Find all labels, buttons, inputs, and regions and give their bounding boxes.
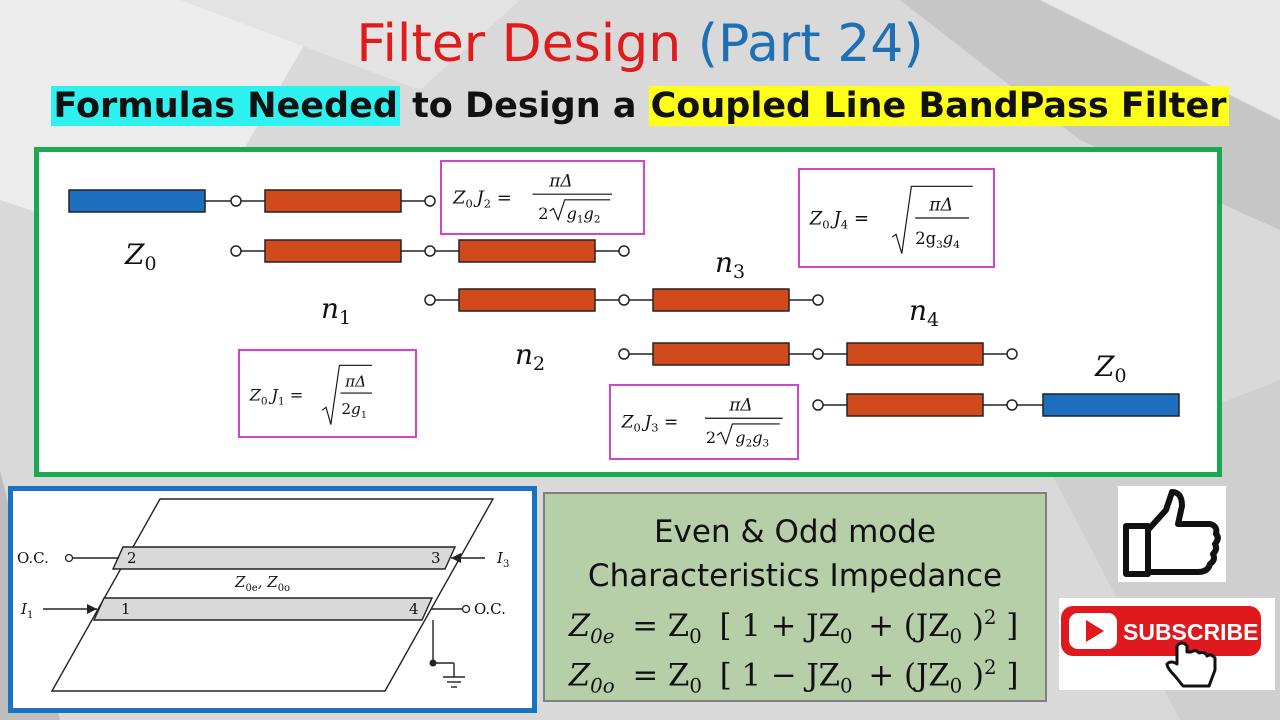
oc-right-label: O.C. (474, 600, 506, 618)
svg-text:g2g3: g2g3 (735, 428, 769, 450)
subtitle-middle: to Design a (399, 86, 649, 126)
resonator-1-top (264, 189, 402, 213)
even-odd-mode-box: Even & Odd mode Characteristics Impedanc… (543, 492, 1047, 702)
z0-right-label: Z0 (1094, 350, 1127, 387)
resonator-3-bottom (652, 342, 790, 366)
n3-label: n3 (715, 246, 745, 283)
title-part: (Part 24) (697, 14, 924, 74)
svg-text:2g3g4: 2g3g4 (915, 229, 960, 251)
subtitle-highlight-filter: Coupled Line BandPass Filter (648, 86, 1229, 126)
n2-label: n2 (515, 338, 545, 375)
upper-strip (111, 546, 457, 570)
resonator-4-bottom (846, 393, 984, 417)
coupled-line-diagram: O.C. O.C. 1 2 3 4 I1 I3 Z0e, Z0o (17, 498, 509, 692)
oc-left-label: O.C. (17, 549, 49, 567)
page-title: Filter Design (Part 24) (0, 14, 1280, 74)
port-4-label: 4 (409, 600, 419, 618)
current-i3-label: I3 (496, 549, 509, 570)
port-1-label: 1 (121, 600, 131, 618)
resonator-2-top (458, 239, 596, 263)
page-subtitle: Formulas Needed to Design a Coupled Line… (0, 82, 1280, 130)
output-port-line (1042, 393, 1180, 417)
resonator-1-bottom (264, 239, 402, 263)
input-port-line (68, 189, 206, 213)
svg-text:g1g2: g1g2 (567, 204, 601, 226)
play-icon (1086, 620, 1104, 642)
coupled-line-section-panel: O.C. O.C. 1 2 3 4 I1 I3 Z0e, Z0o (8, 486, 537, 713)
even-mode-equation: Z0e = Z0 [ 1 + JZ0 + (JZ0 )2 ] (568, 596, 1018, 651)
thumbs-up-icon (1123, 489, 1221, 577)
odd-mode-equation: Z0o = Z0 [ 1 − JZ0 + (JZ0 )2 ] (568, 646, 1019, 701)
svg-text:πΔ: πΔ (928, 195, 953, 215)
filter-layout-diagram: Z0 Z0 n1 n2 n3 n4 (68, 189, 1180, 417)
port-2-label: 2 (127, 549, 137, 567)
svg-text:πΔ: πΔ (548, 172, 572, 192)
subtitle-highlight-formulas: Formulas Needed (51, 86, 400, 126)
current-i1-label: I1 (20, 600, 33, 621)
n1-label: n1 (321, 292, 351, 329)
z0-left-label: Z0 (124, 238, 157, 275)
like-button[interactable] (1118, 486, 1226, 582)
svg-text:πΔ: πΔ (344, 372, 366, 390)
ground-plane-outline (50, 498, 495, 692)
subscribe-button[interactable]: SUBSCRIBE (1059, 598, 1275, 690)
svg-text:2: 2 (538, 204, 548, 223)
mode-heading-line1: Even & Odd mode (653, 514, 937, 550)
z0e-z0o-label: Z0e, Z0o (234, 573, 290, 594)
pointer-hand-icon (1165, 641, 1217, 688)
mode-heading-line2: Characteristics Impedance (587, 558, 1003, 594)
resonator-4-top (846, 342, 984, 366)
svg-text:2: 2 (706, 428, 716, 447)
port-3-label: 3 (431, 549, 441, 567)
resonator-2-bottom (458, 288, 596, 312)
title-main: Filter Design (356, 14, 682, 74)
mode-impedance-equations: Z0e = Z0 [ 1 + JZ0 + (JZ0 )2 ] Z0o = Z0 … (568, 596, 1019, 701)
lower-strip (92, 597, 434, 621)
svg-text:πΔ: πΔ (728, 396, 753, 416)
n4-label: n4 (909, 294, 939, 331)
subscribe-label: SUBSCRIBE (1123, 619, 1258, 645)
resonator-3-top (652, 288, 790, 312)
svg-text:2g1: 2g1 (341, 400, 367, 421)
